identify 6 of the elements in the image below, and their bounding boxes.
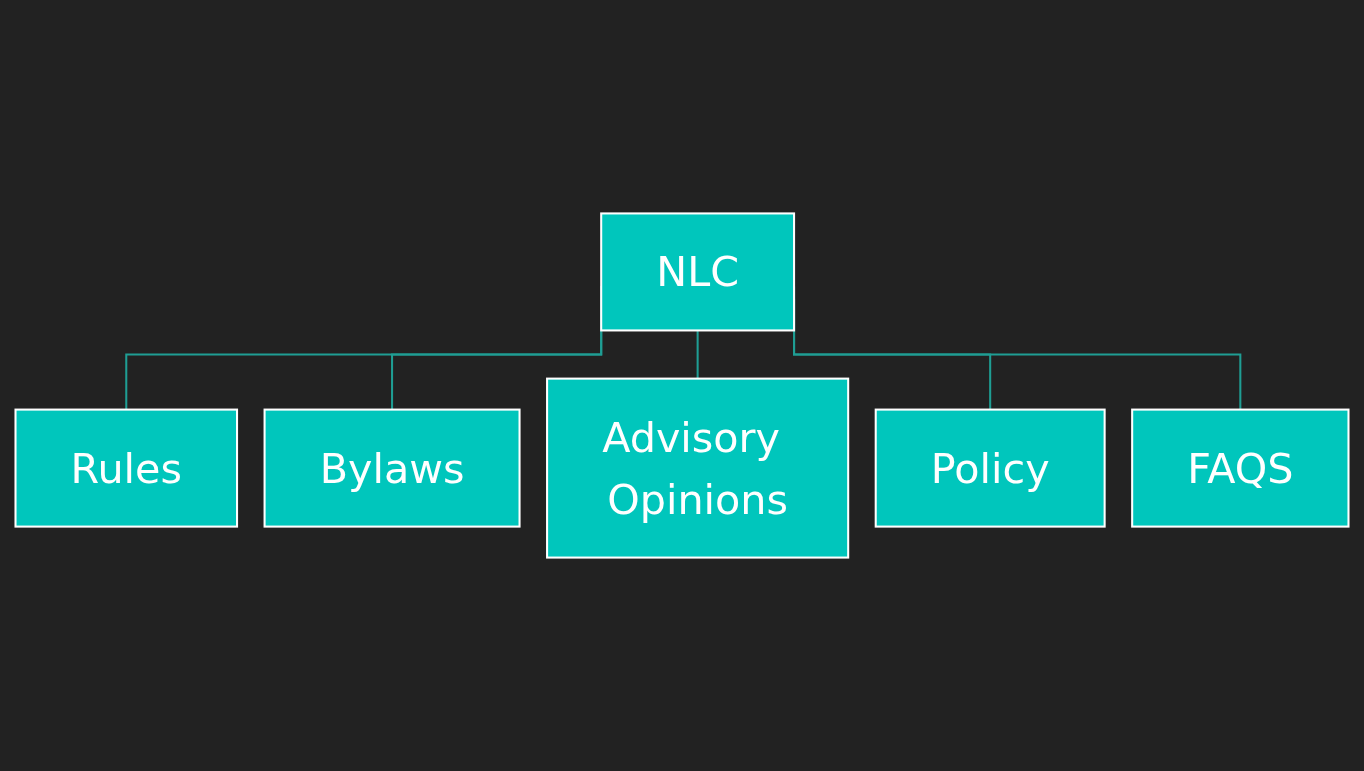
node-box: NLC: [600, 212, 796, 332]
node-box: Advisory Opinions: [546, 377, 850, 559]
node-box: Bylaws: [263, 408, 521, 528]
node-box: Policy: [874, 408, 1106, 528]
node-box: Rules: [14, 408, 239, 528]
node-box: FAQS: [1131, 408, 1350, 528]
